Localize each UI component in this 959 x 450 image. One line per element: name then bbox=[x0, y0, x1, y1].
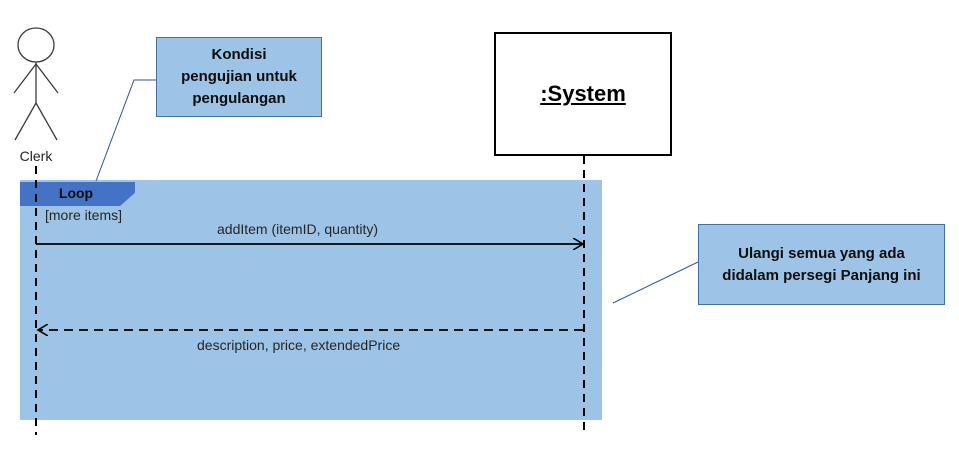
guard-condition-note: Kondisi pengujian untuk pengulangan bbox=[156, 37, 322, 117]
loop-note-connector bbox=[612, 261, 699, 304]
system-object-name: :System bbox=[540, 81, 626, 106]
loop-operator-label: Loop bbox=[58, 185, 94, 201]
system-object-box: :System bbox=[494, 32, 672, 156]
loop-guard-condition: [more items] bbox=[45, 207, 123, 223]
actor-head bbox=[17, 27, 55, 63]
guard-note-connector bbox=[95, 79, 156, 182]
actor-left-leg bbox=[14, 102, 37, 141]
actor-label-clerk: Clerk bbox=[19, 148, 53, 164]
add-item-message-label: addItem (itemID, quantity) bbox=[217, 221, 379, 237]
loop-operator-tab bbox=[20, 182, 135, 206]
actor-left-arm bbox=[13, 63, 37, 94]
actor-right-arm bbox=[35, 63, 59, 94]
actor-stick-figure bbox=[13, 27, 59, 141]
return-message-label: description, price, extendedPrice bbox=[197, 337, 401, 353]
actor-right-leg bbox=[35, 102, 58, 141]
loop-scope-note: Ulangi semua yang ada didalam persegi Pa… bbox=[698, 224, 945, 305]
loop-fragment-frame bbox=[20, 180, 602, 420]
